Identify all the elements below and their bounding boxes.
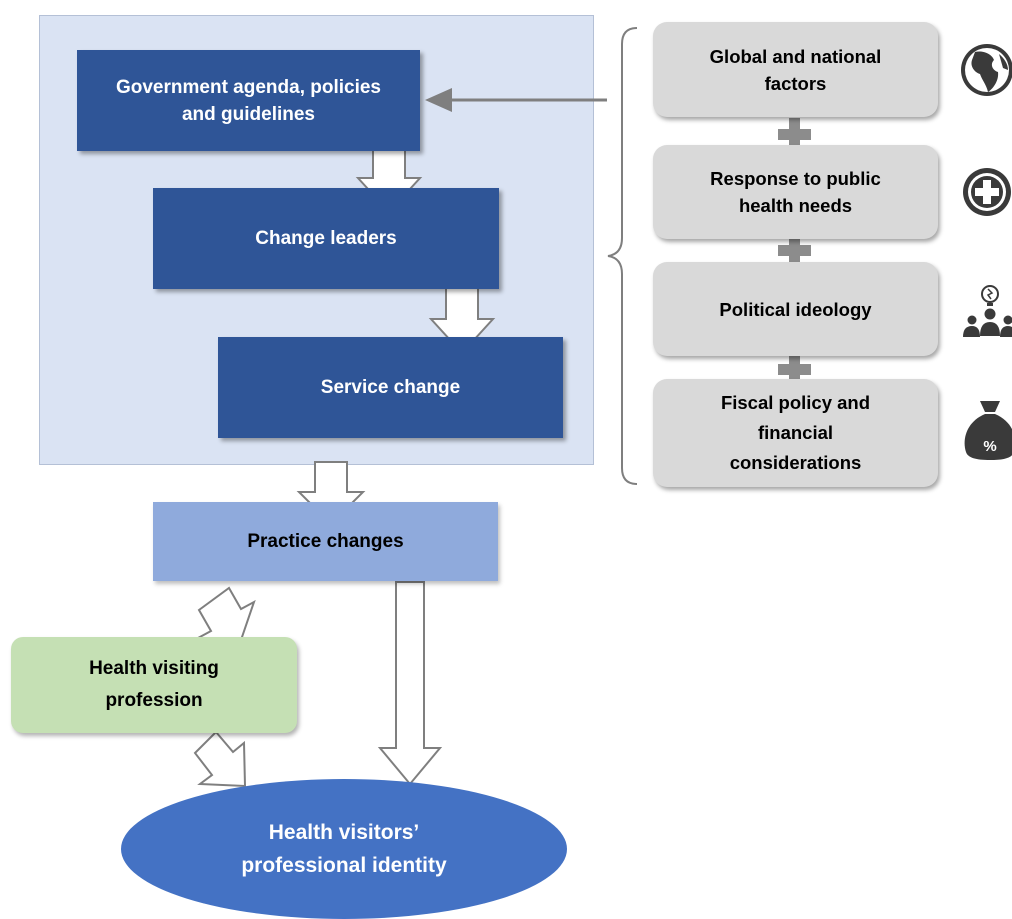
arrow-leaders-to-service <box>428 284 496 355</box>
practice-changes-box: Practice changes <box>153 502 498 581</box>
people-idea-icon <box>963 285 1012 337</box>
professional-identity-ellipse: Health visitors’ professional identity <box>121 779 567 919</box>
health-visiting-profession-box: Health visiting profession <box>11 637 297 733</box>
government-agenda-label: Government agenda, policies and guidelin… <box>115 76 382 125</box>
factor-box-public-health: Response to public health needs <box>653 145 938 239</box>
factor-box-political: Political ideology <box>653 262 938 356</box>
globe-icon <box>961 44 1012 96</box>
brace-connector-arrowhead <box>425 88 452 112</box>
factor-label: Response to public health needs <box>710 168 881 216</box>
service-change-box: Service change <box>218 337 563 438</box>
change-leaders-box: Change leaders <box>153 188 499 289</box>
arrow-profession-to-identity <box>193 730 247 788</box>
percent-symbol: % <box>983 438 996 455</box>
professional-identity-label: Health visitors’ professional identity <box>241 821 447 877</box>
health-visiting-profession-label: Health visiting profession <box>89 658 219 711</box>
money-bag-percent-icon: % <box>964 401 1012 460</box>
factor-label: Political ideology <box>719 298 872 320</box>
plus-connector-3 <box>778 353 811 388</box>
government-agenda-box: Government agenda, policies and guidelin… <box>77 50 420 151</box>
practice-changes-label: Practice changes <box>247 530 404 552</box>
factor-label: Fiscal policy and financial consideratio… <box>720 392 871 473</box>
arrow-practice-to-identity <box>377 581 443 786</box>
factor-box-global: Global and national factors <box>653 22 938 117</box>
medical-plus-icon <box>963 168 1011 216</box>
service-change-label: Service change <box>320 377 461 398</box>
factor-label: Global and national factors <box>709 45 882 94</box>
factors-brace <box>607 27 638 485</box>
plus-connector-2 <box>778 234 811 269</box>
factor-box-fiscal: Fiscal policy and financial consideratio… <box>653 379 938 487</box>
plus-connector-1 <box>778 118 811 153</box>
change-leaders-label: Change leaders <box>255 228 397 249</box>
